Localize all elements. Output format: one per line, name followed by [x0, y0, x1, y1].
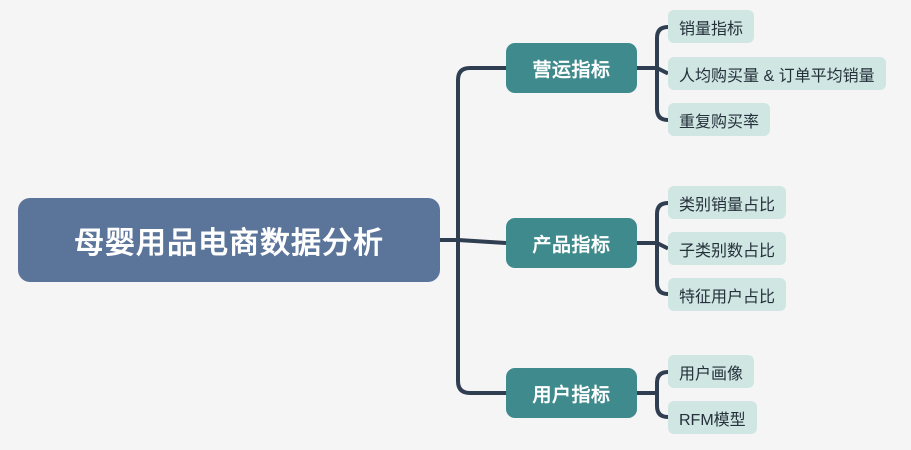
connector-branch1-leaf0: [655, 201, 669, 243]
connector-branch0-leaf2: [655, 68, 669, 122]
connector-branch2-leaf0: [655, 370, 669, 393]
leaf-node-user-persona[interactable]: 用户画像: [668, 355, 755, 388]
leaf-node-category-sales-share[interactable]: 类别销量占比: [668, 186, 787, 219]
connector-trunk-top: [456, 66, 506, 240]
branch-node-product[interactable]: 产品指标: [506, 218, 637, 268]
branch-node-operations[interactable]: 营运指标: [506, 43, 637, 93]
root-node[interactable]: 母婴用品电商数据分析: [18, 198, 440, 282]
connector-branch1-leaf2: [655, 243, 669, 296]
branch-node-user[interactable]: 用户指标: [506, 368, 637, 418]
connector-trunk-middle: [457, 238, 507, 245]
leaf-node-repurchase-rate[interactable]: 重复购买率: [668, 103, 771, 136]
leaf-node-subcategory-share[interactable]: 子类别数占比: [668, 232, 787, 265]
leaf-node-avg-purchase[interactable]: 人均购买量 & 订单平均销量: [668, 57, 886, 90]
leaf-node-sales-metrics[interactable]: 销量指标: [668, 10, 755, 43]
connector-trunk-bottom: [456, 240, 506, 395]
leaf-node-rfm-model[interactable]: RFM模型: [668, 401, 757, 434]
connector-branch2-leaf1: [655, 393, 669, 419]
leaf-node-feature-user-share[interactable]: 特征用户占比: [668, 278, 787, 311]
connector-branch0-leaf0: [655, 25, 669, 68]
